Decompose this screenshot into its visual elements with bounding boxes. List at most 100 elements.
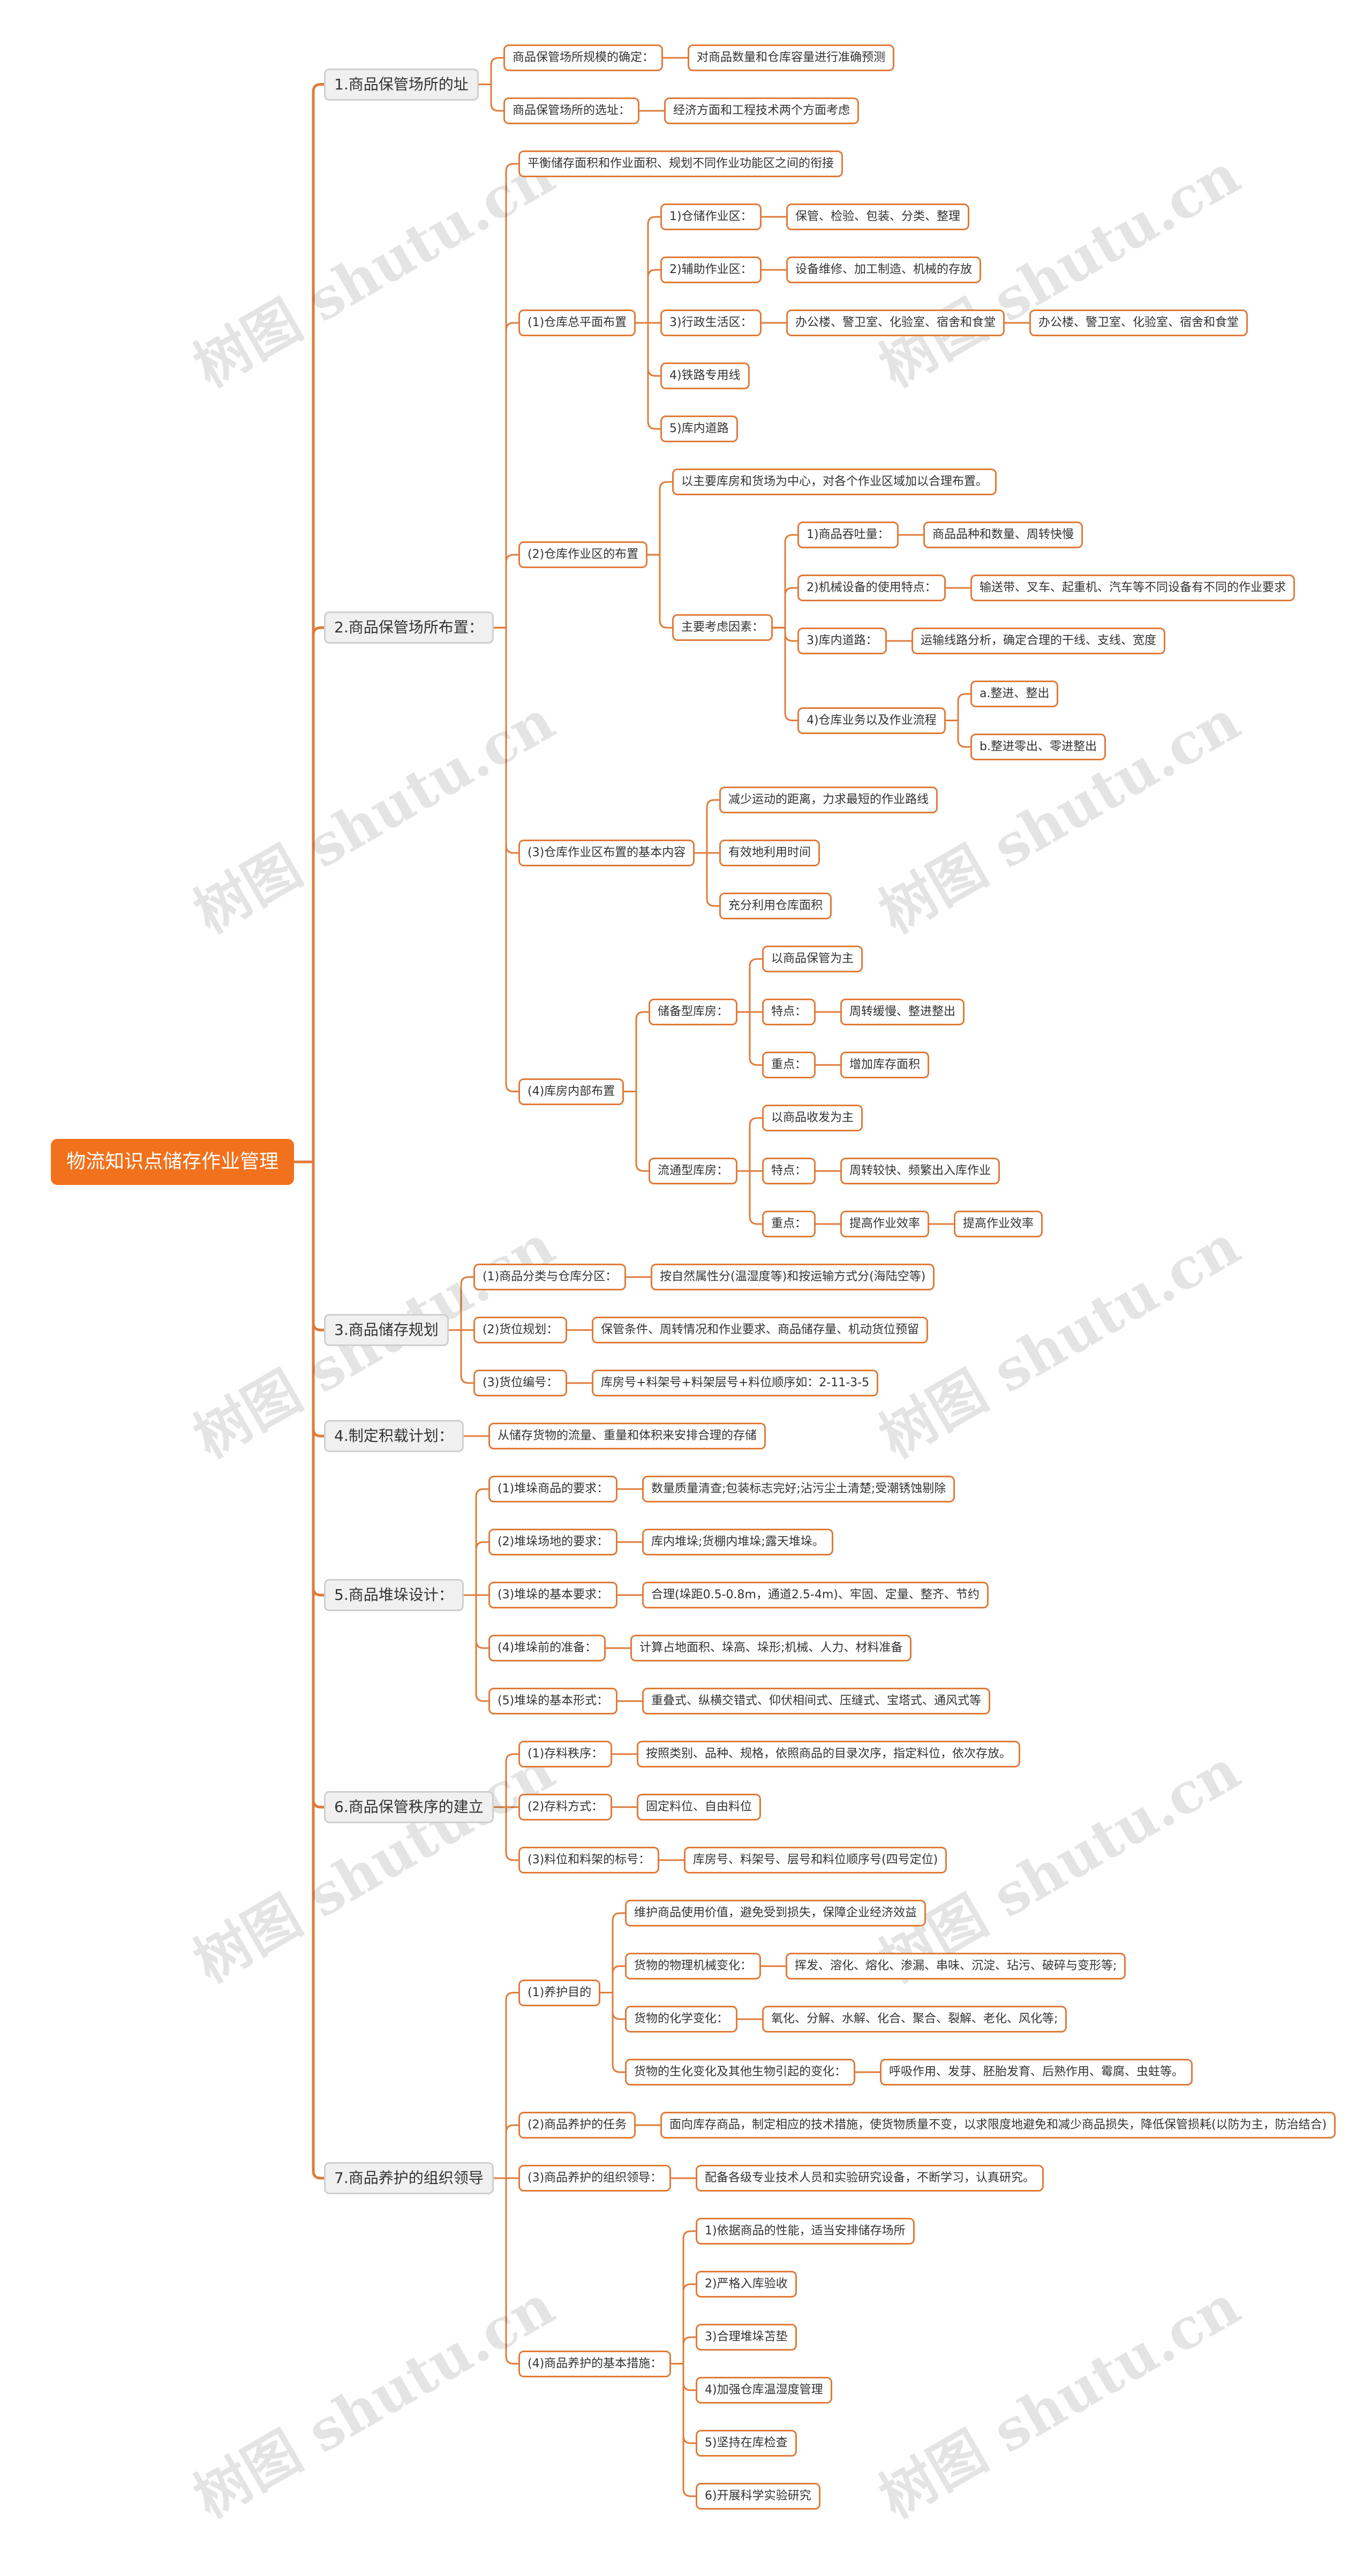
- leaf-node[interactable]: 以商品收发为主: [762, 1105, 863, 1131]
- leaf-node[interactable]: 经济方面和工程技术两个方面考虑: [664, 97, 860, 124]
- leaf-node[interactable]: 充分利用仓库面积: [719, 893, 832, 919]
- topic-node[interactable]: 货物的物理机械变化：: [625, 1953, 762, 1980]
- topic-node[interactable]: (1)堆垛商品的要求：: [488, 1476, 618, 1502]
- leaf-node[interactable]: 提高作业效率: [954, 1211, 1043, 1237]
- topic-node[interactable]: 储备型库房：: [649, 999, 738, 1025]
- topic-node[interactable]: (2)仓库作业区的布置: [518, 541, 648, 568]
- topic-node[interactable]: 货物的化学变化：: [625, 2006, 738, 2033]
- leaf-node[interactable]: 面向库存商品，制定相应的技术措施，使货物质量不变，以求限度地避免和减少商品损失，…: [660, 2112, 1336, 2139]
- topic-node[interactable]: 1)商品吞吐量：: [797, 522, 899, 548]
- topic-node[interactable]: 1.商品保管场所的址: [324, 69, 479, 101]
- topic-node[interactable]: 2)机械设备的使用特点：: [797, 575, 946, 601]
- topic-node[interactable]: (3)堆垛的基本要求：: [488, 1582, 618, 1608]
- topic-node[interactable]: (4)堆垛前的准备：: [488, 1635, 606, 1661]
- connector: [773, 587, 797, 629]
- leaf-node[interactable]: 1)依据商品的性能，适当安排储存场所: [696, 2218, 915, 2245]
- connector: [494, 163, 518, 629]
- topic-node[interactable]: (2)货位规划：: [473, 1317, 568, 1343]
- leaf-node[interactable]: 固定料位、自由料位: [637, 1794, 762, 1820]
- leaf-node[interactable]: 平衡储存面积和作业面积、规划不同作业功能区之间的衔接: [518, 150, 843, 177]
- topic-node[interactable]: (1)仓库总平面布置: [518, 309, 636, 336]
- leaf-node[interactable]: 配备各级专业技术人员和实验研究设备，不断学习，认真研究。: [696, 2165, 1044, 2192]
- leaf-node[interactable]: 4)加强仓库温湿度管理: [696, 2377, 832, 2404]
- topic-node[interactable]: 4.制定积载计划：: [324, 1420, 464, 1452]
- leaf-node[interactable]: 商品品种和数量、周转快慢: [923, 522, 1083, 548]
- topic-node[interactable]: 特点：: [762, 1158, 816, 1184]
- topic-node[interactable]: 重点：: [762, 1211, 816, 1237]
- leaf-node[interactable]: 库房号+料架号+料架层号+料位顺序如：2-11-3-5: [592, 1370, 879, 1396]
- topic-node[interactable]: (1)存料秩序：: [518, 1741, 613, 1767]
- leaf-node[interactable]: b.整进零出、零进整出: [970, 734, 1106, 760]
- topic-node[interactable]: (2)存料方式：: [518, 1794, 613, 1820]
- leaf-node[interactable]: 设备维修、加工制造、机械的存放: [786, 256, 982, 283]
- leaf-node[interactable]: 从储存货物的流量、重量和体积来安排合理的存储: [488, 1423, 766, 1449]
- topic-node[interactable]: 6.商品保管秩序的建立: [324, 1791, 494, 1823]
- topic-node[interactable]: 3.商品储存规划: [324, 1314, 449, 1346]
- leaf-node[interactable]: 有效地利用时间: [719, 840, 820, 866]
- leaf-node[interactable]: 运输线路分析，确定合理的干线、支线、宽度: [912, 628, 1166, 654]
- leaf-node[interactable]: 对商品数量和仓库容量进行准确预测: [688, 44, 895, 71]
- topic-node[interactable]: (3)仓库作业区布置的基本内容: [518, 840, 695, 866]
- topic-node[interactable]: 商品保管场所的选址：: [503, 97, 640, 124]
- connector: [636, 216, 660, 324]
- leaf-node[interactable]: 以主要库房和货场为中心，对各个作业区域加以合理布置。: [672, 469, 997, 495]
- leaf-node[interactable]: 减少运动的距离，力求最短的作业路线: [719, 787, 938, 813]
- topic-node[interactable]: (4)商品养护的基本措施：: [518, 2351, 672, 2377]
- leaf-node[interactable]: 数量质量清查;包装标志完好;沾污尘土清楚;受潮锈蚀剔除: [642, 1476, 955, 1502]
- leaf-node[interactable]: 办公楼、警卫室、化验室、宿舍和食堂: [1029, 309, 1248, 336]
- leaf-node[interactable]: 合理(垛距0.5-0.8m，通道2.5-4m)、牢固、定量、整齐、节约: [642, 1582, 989, 1608]
- leaf-node[interactable]: 重叠式、纵横交错式、仰伏相间式、压缝式、宝塔式、通风式等: [642, 1688, 991, 1714]
- leaf-node[interactable]: 计算占地面积、垛高、垛形;机械、人力、材料准备: [630, 1635, 912, 1661]
- topic-node[interactable]: (1)商品分类与仓库分区：: [473, 1264, 627, 1290]
- leaf-node[interactable]: 周转缓慢、整进整出: [840, 999, 965, 1025]
- topic-node[interactable]: (3)货位编号：: [473, 1370, 568, 1396]
- topic-node[interactable]: 重点：: [762, 1052, 816, 1078]
- leaf-node[interactable]: 增加库存面积: [840, 1052, 930, 1078]
- topic-node[interactable]: 7.商品养护的组织领导: [324, 2162, 494, 2194]
- leaf-node[interactable]: 库内堆垛;货棚内堆垛;露天堆垛。: [642, 1529, 833, 1555]
- leaf-node[interactable]: 呼吸作用、发芽、胚胎发育、后熟作用、霉腐、虫蛀等。: [880, 2059, 1193, 2086]
- leaf-node[interactable]: 2)严格入库验收: [696, 2271, 797, 2298]
- topic-node[interactable]: 4)仓库业务以及作业流程: [797, 707, 946, 734]
- topic-node[interactable]: 货物的生化变化及其他生物引起的变化：: [625, 2059, 856, 2086]
- leaf-node[interactable]: 保管、检验、包装、分类、整理: [786, 203, 970, 230]
- topic-node[interactable]: (4)库房内部布置: [518, 1078, 624, 1105]
- leaf-node[interactable]: a.整进、整出: [970, 681, 1059, 707]
- root-topic[interactable]: 物流知识点储存作业管理: [51, 1139, 295, 1185]
- leaf-node[interactable]: 3)合理堆垛苫垫: [696, 2324, 797, 2351]
- topic-node[interactable]: 主要考虑因素：: [672, 614, 773, 641]
- topic-node[interactable]: 流通型库房：: [649, 1158, 738, 1184]
- leaf-node[interactable]: 按照类别、品种、规格，依照商品的目录次序，指定料位，依次存放。: [637, 1741, 1021, 1767]
- connector: [494, 1806, 518, 1861]
- topic-node[interactable]: (2)堆垛场地的要求：: [488, 1529, 618, 1555]
- topic-node[interactable]: 1)仓储作业区：: [660, 203, 762, 230]
- leaf-node[interactable]: 5)坚持在库检查: [696, 2430, 797, 2457]
- topic-node[interactable]: 2)辅助作业区：: [660, 256, 762, 283]
- topic-node[interactable]: 5.商品堆垛设计：: [324, 1579, 464, 1611]
- leaf-node[interactable]: 5)库内道路: [660, 416, 738, 442]
- leaf-node[interactable]: 保管条件、周转情况和作业要求、商品储存量、机动货位预留: [592, 1317, 929, 1343]
- leaf-node[interactable]: 维护商品使用价值，避免受到损失，保障企业经济效益: [625, 1900, 926, 1927]
- topic-node[interactable]: (5)堆垛的基本形式：: [488, 1688, 618, 1714]
- topic-node[interactable]: (2)商品养护的任务: [518, 2112, 636, 2139]
- leaf-node[interactable]: 4)铁路专用线: [660, 362, 750, 389]
- leaf-node[interactable]: 输送带、叉车、起重机、汽车等不同设备有不同的作业要求: [970, 575, 1295, 601]
- topic-node[interactable]: 特点：: [762, 999, 816, 1025]
- leaf-node[interactable]: 库房号、料架号、层号和料位顺序号(四号定位): [684, 1847, 947, 1874]
- leaf-node[interactable]: 氧化、分解、水解、化合、聚合、裂解、老化、风化等;: [762, 2006, 1067, 2033]
- topic-node[interactable]: 提高作业效率: [840, 1211, 930, 1237]
- topic-node[interactable]: 3)库内道路：: [797, 628, 887, 654]
- leaf-node[interactable]: 周转较快、频繁出入库作业: [840, 1158, 1000, 1184]
- topic-node[interactable]: (1)养护目的: [518, 1980, 601, 2006]
- topic-node[interactable]: 商品保管场所规模的确定：: [503, 44, 664, 71]
- topic-node[interactable]: 2.商品保管场所布置：: [324, 611, 494, 644]
- topic-node[interactable]: (3)商品养护的组织领导：: [518, 2165, 672, 2192]
- leaf-node[interactable]: 挥发、溶化、熔化、渗漏、串味、沉淀、玷污、破碎与变形等;: [786, 1953, 1126, 1980]
- topic-node[interactable]: 3)行政生活区：: [660, 309, 762, 336]
- leaf-node[interactable]: 以商品保管为主: [762, 946, 863, 972]
- topic-node[interactable]: (3)料位和料架的标号：: [518, 1847, 660, 1874]
- leaf-node[interactable]: 按自然属性分(温湿度等)和按运输方式分(海陆空等): [651, 1264, 935, 1290]
- topic-node[interactable]: 办公楼、警卫室、化验室、宿舍和食堂: [786, 309, 1005, 336]
- leaf-node[interactable]: 6)开展科学实验研究: [696, 2483, 820, 2510]
- connector: [773, 626, 797, 721]
